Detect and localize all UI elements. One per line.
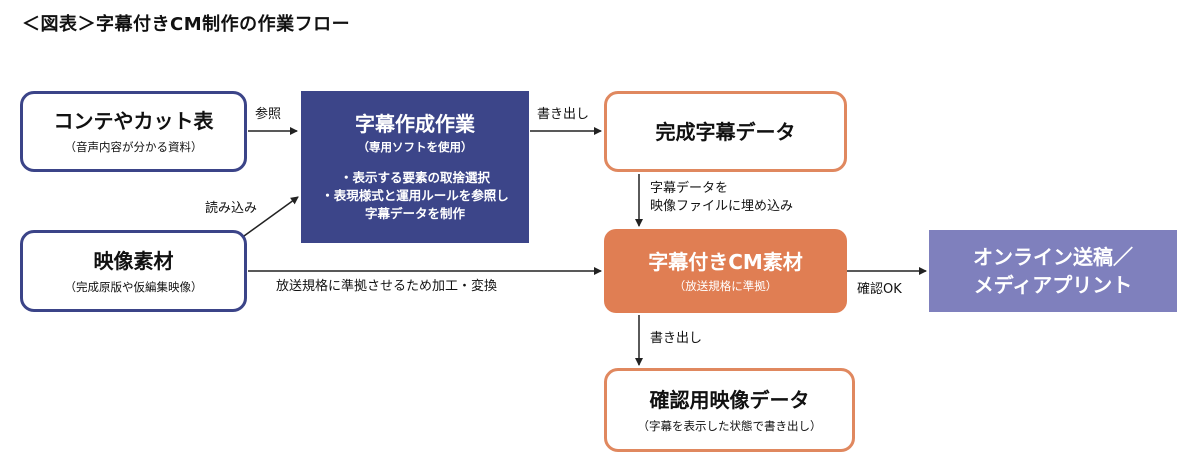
subtitle-data-label: 完成字幕データ	[655, 119, 796, 144]
arrow-footage-to-subtitle-work	[243, 196, 299, 237]
edge-label-embed: 字幕データを 映像ファイルに埋め込み	[650, 180, 793, 215]
cm-material-label: 字幕付きCM素材	[648, 249, 803, 274]
edge-label-export-1: 書き出し	[537, 107, 590, 122]
subtitle-work-sublabel: （専用ソフトを使用）	[357, 139, 473, 154]
edge-label-export-2: 書き出し	[650, 331, 703, 346]
footage-node: 映像素材 （完成原版や仮編集映像）	[20, 230, 247, 312]
check-video-node: 確認用映像データ （字幕を表示した状態で書き出し）	[604, 368, 855, 452]
edge-label-load: 読み込み	[205, 201, 258, 216]
edge-label-embed-line-2: 映像ファイルに埋め込み	[650, 198, 794, 214]
storyboard-node: コンテやカット表 （音声内容が分かる資料）	[20, 91, 247, 172]
subtitle-work-bullet-1: ・表示する要素の取捨選択	[339, 169, 490, 185]
online-node: オンライン送稿／ メディアプリント	[929, 230, 1177, 312]
storyboard-label: コンテやカット表	[53, 109, 214, 134]
footage-label: 映像素材	[93, 248, 174, 273]
edge-label-confirm-ok: 確認OK	[857, 282, 902, 297]
footage-sublabel: （完成原版や仮編集映像）	[64, 279, 203, 294]
subtitle-work-bullets: ・表示する要素の取捨選択 ・表現様式と運用ルールを参照し 字幕データを制作	[321, 169, 509, 223]
check-video-label: 確認用映像データ	[649, 387, 810, 412]
online-label-line-2: メディアプリント	[973, 273, 1133, 297]
edge-label-reference: 参照	[255, 107, 282, 122]
subtitle-data-node: 完成字幕データ	[604, 91, 847, 172]
subtitle-work-bullet-3: 字幕データを制作	[364, 206, 465, 222]
online-label-line-1: オンライン送稿／	[973, 245, 1133, 269]
edge-label-embed-line-1: 字幕データを	[650, 181, 729, 196]
subtitle-work-label: 字幕作成作業	[355, 111, 475, 136]
edge-label-process: 放送規格に準拠させるため加工・変換	[276, 279, 498, 294]
storyboard-sublabel: （音声内容が分かる資料）	[64, 140, 203, 155]
cm-material-sublabel: （放送規格に準拠）	[673, 278, 778, 293]
diagram-title: ＜図表＞字幕付きCM制作の作業フロー	[22, 14, 351, 35]
subtitle-work-node: 字幕作成作業 （専用ソフトを使用） ・表示する要素の取捨選択 ・表現様式と運用ル…	[301, 91, 529, 243]
cm-material-node: 字幕付きCM素材 （放送規格に準拠）	[604, 229, 847, 313]
check-video-sublabel: （字幕を表示した状態で書き出し）	[637, 418, 822, 433]
subtitle-work-bullet-2: ・表現様式と運用ルールを参照し	[321, 187, 509, 203]
